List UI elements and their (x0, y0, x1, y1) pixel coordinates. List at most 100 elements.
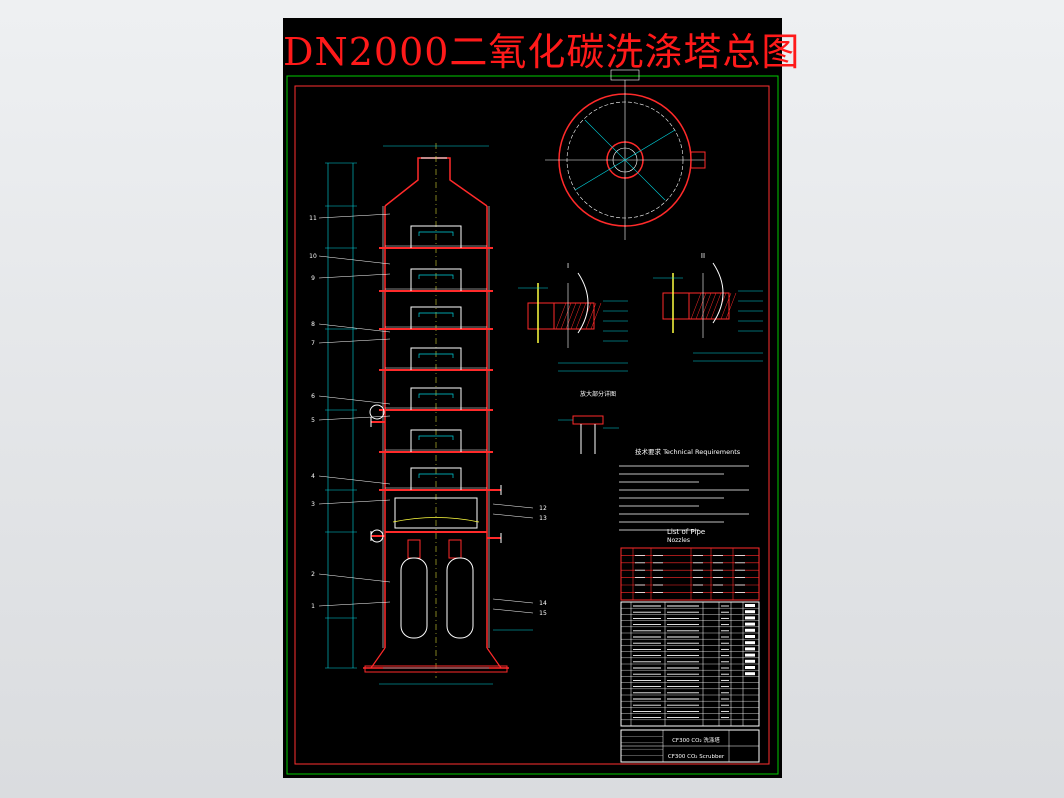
bubble-cap (418, 231, 454, 236)
base-plate (364, 665, 508, 673)
distributor-box (394, 497, 478, 529)
leader-line (318, 573, 391, 583)
nozzle-detail-flange (572, 415, 604, 425)
leader-line (318, 273, 391, 279)
leader-label: 11 (309, 215, 317, 222)
leader-line (318, 475, 391, 485)
leader-line (318, 323, 391, 333)
leader-label: 12 (539, 505, 547, 512)
hatch-line (560, 302, 572, 330)
parts-cell-mark (745, 622, 755, 626)
detail-flange (662, 292, 690, 320)
parts-cell-mark (745, 641, 755, 645)
leader-line (318, 395, 391, 405)
downcomer (410, 306, 462, 329)
leader-label: 13 (539, 515, 547, 522)
detail-caption: 放大部分详图 (580, 390, 616, 398)
hatch-line (700, 292, 712, 320)
detail-arc (577, 272, 589, 334)
leader-label: 6 (311, 393, 315, 400)
hatch-line (705, 292, 717, 320)
nozzle-list-title: Nozzles (667, 537, 690, 544)
parts-cell-mark (745, 610, 755, 614)
plan-dim-box (610, 69, 640, 81)
downcomer (410, 225, 462, 248)
parts-cell-mark (745, 659, 755, 663)
hatch-line (695, 292, 707, 320)
hatch-line (725, 292, 737, 320)
pipe-list-title: List of Pipe (667, 528, 705, 536)
spray-arc (392, 517, 480, 523)
parts-cell-mark (745, 653, 755, 657)
hatch-line (720, 292, 732, 320)
tech-requirements-title: 技术要求 Technical Requirements (635, 447, 741, 456)
bubble-cap (418, 473, 454, 478)
downcomer (410, 387, 462, 410)
hatch-line (575, 302, 587, 330)
plan-outlet-nozzle (690, 151, 706, 169)
leader-label: 2 (311, 571, 315, 578)
drain-valve (370, 529, 384, 543)
parts-cell-mark (745, 616, 755, 620)
manway-right (446, 557, 474, 639)
title-block-name: CF300 CO₂ 洗涤塔 (672, 736, 720, 744)
leader-label: 15 (539, 610, 547, 617)
bubble-cap (418, 435, 454, 440)
hatch-line (590, 302, 602, 330)
parts-cell-mark (745, 672, 755, 676)
leader-line (492, 608, 534, 614)
title-block-name-en: CF300 CO₂ Scrubber (668, 754, 725, 760)
hatch-line (585, 302, 597, 330)
bubble-cap (418, 312, 454, 317)
leader-label: 3 (311, 501, 315, 508)
leader-line (318, 415, 391, 421)
inlet-nozzle (407, 539, 421, 559)
sight-glass (369, 404, 385, 420)
downcomer (410, 347, 462, 370)
leader-label: 4 (311, 473, 315, 480)
manway-left (400, 557, 428, 639)
leader-line (318, 213, 391, 219)
nozzle-table (620, 547, 760, 601)
bubble-cap (418, 274, 454, 279)
leader-line (318, 338, 391, 344)
bubble-cap (418, 353, 454, 358)
detail-flange (527, 302, 555, 330)
leader-line (318, 255, 391, 265)
hatch-line (555, 302, 567, 330)
leader-label: 5 (311, 417, 315, 424)
hatch-line (710, 292, 722, 320)
leader-line (318, 499, 391, 505)
detail-flange-hatch (688, 292, 730, 320)
downcomer (410, 467, 462, 490)
parts-cell-mark (745, 628, 755, 632)
hatch-line (570, 302, 582, 330)
detail-arc (712, 262, 724, 324)
outer-frame (286, 75, 779, 775)
leader-label: 8 (311, 321, 315, 328)
skirt-right (486, 647, 502, 669)
inlet-nozzle (448, 539, 462, 559)
leader-line (318, 601, 391, 607)
parts-cell-mark (745, 635, 755, 638)
hatch-line (690, 292, 702, 320)
skirt-left (370, 647, 386, 669)
leader-line (492, 503, 534, 509)
leader-label: 14 (539, 600, 547, 607)
downcomer (410, 429, 462, 452)
leader-label: 10 (309, 253, 317, 260)
parts-cell-mark (745, 647, 755, 651)
hatch-line (565, 302, 577, 330)
bubble-cap (418, 393, 454, 398)
parts-cell-mark (745, 604, 755, 607)
leader-label: 1 (311, 603, 315, 610)
detail-label: II (701, 252, 705, 260)
parts-cell-mark (745, 666, 755, 669)
leader-line (492, 598, 534, 604)
leader-label: 9 (311, 275, 315, 282)
detail-flange-hatch (553, 302, 595, 330)
leader-label: 7 (311, 340, 315, 347)
plan-dim-diag (584, 119, 666, 201)
drawing-title: DN2000二氧化碳洗涤塔总图 (283, 30, 801, 74)
